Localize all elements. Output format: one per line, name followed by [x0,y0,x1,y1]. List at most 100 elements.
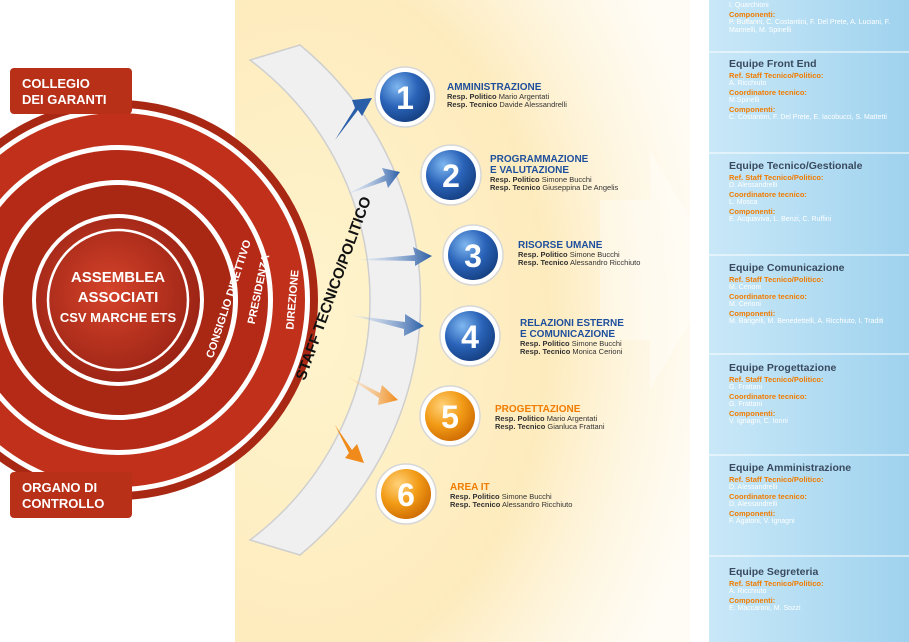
equipe-title: Equipe Progettazione [729,362,837,374]
equipe-ref: A. Ricchiuto [729,588,767,595]
arrow-5 [345,375,398,405]
arrow-3 [355,247,432,266]
area-2-title-1: PROGRAMMAZIONE [490,154,589,165]
equipe-comp-label: Componenti: [729,509,776,519]
equipe-ref-label: Ref. Staff Tecnico/Politico: [729,475,824,484]
area-2-politico: Resp. Politico Simone Bucchi [490,175,592,184]
equipe-comp: V. Ignagni, C. Ionni [729,418,788,426]
equipe-coord-label: Coordinatore tecnico: [729,88,807,98]
equipe-comunicazione: Equipe Comunicazione Ref. Staff Tecnico/… [729,262,904,326]
area-6-title: AREA IT [450,482,490,493]
equipe-ref-label: Ref. Staff Tecnico/Politico: [729,375,824,384]
area-6: AREA IT Resp. Politico Simone Bucchi Res… [450,482,572,510]
area-3-politico: Resp. Politico Simone Bucchi [518,250,620,259]
equipe-ref: A. Ricchiuto [729,80,767,87]
ring-group [0,44,422,556]
equipe-comp: F. Agatoni, V. Ignagni [729,518,795,526]
ball-6-number: 6 [397,477,415,513]
equipe-comp-label: Componenti: [729,309,776,319]
equipe-comp-label: Componenti: [729,409,776,419]
equipe-title: Equipe Amministrazione [729,462,852,474]
equipe-coord: M. Cerioni [729,301,761,309]
area-1-politico: Resp. Politico Mario Argentati [447,92,550,101]
background-arrow-shape [600,150,720,390]
equipe-comp-label: Componenti: [729,207,776,217]
area-3-tecnico: Resp. Tecnico Alessandro Ricchiuto [518,258,641,268]
organo-box [10,472,132,518]
ball-5-number: 5 [441,399,459,435]
area-5-politico: Resp. Politico Mario Argentati [495,414,598,423]
equipe-coord: G. Frattani [729,401,763,409]
center-line2: ASSOCIATI [78,289,159,306]
arrow-1 [335,98,372,140]
ball-2-number: 2 [442,158,460,194]
equipe-comp: E. Maccaroni, M. Sozzi [729,605,801,613]
arrow-6 [335,425,364,463]
ball-1-number: 1 [396,80,414,116]
equipe-comp: E. Acquaviva, L. Benzi, C. Ruffini [729,216,832,224]
equipe-ref-label: Ref. Staff Tecnico/Politico: [729,173,824,182]
ball-3-number: 3 [464,238,482,274]
area-6-tecnico: Resp. Tecnico Alessandro Ricchiuto [450,500,573,510]
arc-label-direzione: DIREZIONE [284,269,301,330]
equipe-ref: G. Frattani [729,384,763,391]
equipe-ref-label: Ref. Staff Tecnico/Politico: [729,579,824,588]
area-4-title-1: RELAZIONI ESTERNE [520,318,624,329]
area-4-title-2: E COMUNICAZIONE [520,329,615,340]
collegio-line1: COLLEGIO [22,76,90,91]
assemblea-core [36,218,200,382]
organo-line2: CONTROLLO [22,496,104,511]
ball-4-number: 4 [461,319,479,355]
area-1-title: AMMINISTRAZIONE [447,82,542,93]
equipe-top-comp: P. Buffarini, C. Costantini, F. Del Pret… [729,19,891,35]
equipe-top-comp-label: Componenti: [729,10,776,20]
ring-staff-band [248,44,422,556]
area-6-politico: Resp. Politico Simone Bucchi [450,492,552,501]
equipe-comp-label: Componenti: [729,596,776,606]
equipe-coord: M.Spinelli [729,97,760,105]
area-3-title: RISORSE UMANE [518,240,603,251]
center-line1: ASSEMBLEA [71,269,165,286]
equipe-coord-label: Coordinatore tecnico: [729,292,807,302]
equipe-comp-label: Componenti: [729,105,776,115]
equipe-front-end: Equipe Front End Ref. Staff Tecnico/Poli… [729,58,904,122]
arrows [335,98,432,463]
equipe-coord: L. Mosca [729,199,758,207]
organo-line1: ORGANO DI [22,480,97,495]
equipe-progettazione: Equipe Progettazione Ref. Staff Tecnico/… [729,362,904,426]
area-3: RISORSE UMANE Resp. Politico Simone Bucc… [518,240,640,268]
center-line3: CSV MARCHE ETS [60,310,177,325]
area-5-tecnico: Resp. Tecnico Gianluca Frattani [495,422,605,432]
equipe-tecnico-gestionale: Equipe Tecnico/Gestionale Ref. Staff Tec… [729,160,904,224]
equipe-coord: D. Alessandrelli [729,501,778,509]
equipe-ref: M. Cerioni [729,284,761,291]
equipe-coord-label: Coordinatore tecnico: [729,492,807,502]
arrow-2 [345,168,400,195]
collegio-box [10,68,132,114]
equipe-comp: C. Costantini, F. Del Prete, E. Iacobucc… [729,114,887,122]
area-4-tecnico: Resp. Tecnico Monica Cerioni [520,347,623,357]
equipe-top: I. Quarchioni Componenti: P. Buffarini, … [729,2,904,35]
area-2-tecnico: Resp. Tecnico Giuseppina De Angelis [490,183,619,193]
equipe-title: Equipe Comunicazione [729,262,845,274]
equipe-coord-label: Coordinatore tecnico: [729,190,807,200]
number-balls: 1 2 3 4 5 6 [374,66,504,525]
area-2: PROGRAMMAZIONE E VALUTAZIONE Resp. Polit… [490,154,618,193]
equipe-title: Equipe Front End [729,58,817,70]
equipe-ref: D. Alessandrelli [729,182,778,189]
area-1: AMMINISTRAZIONE Resp. Politico Mario Arg… [447,82,567,110]
collegio-line2: DEI GARANTI [22,92,107,107]
equipe-ref: D. Alessandrelli [729,484,778,491]
equipe-title: Equipe Segreteria [729,566,819,578]
equipe-ref-label: Ref. Staff Tecnico/Politico: [729,71,824,80]
equipe-ref-label: Ref. Staff Tecnico/Politico: [729,275,824,284]
area-1-tecnico: Resp. Tecnico Davide Alessandrelli [447,100,567,110]
equipe-amministrazione: Equipe Amministrazione Ref. Staff Tecnic… [729,462,904,526]
equipe-top-head: I. Quarchioni [729,2,769,9]
area-5: PROGETTAZIONE Resp. Politico Mario Argen… [495,404,605,432]
area-4: RELAZIONI ESTERNE E COMUNICAZIONE Resp. … [520,318,624,357]
equipe-panel-bg [709,0,909,642]
area-4-politico: Resp. Politico Simone Bucchi [520,339,622,348]
arrow-4 [350,314,424,336]
